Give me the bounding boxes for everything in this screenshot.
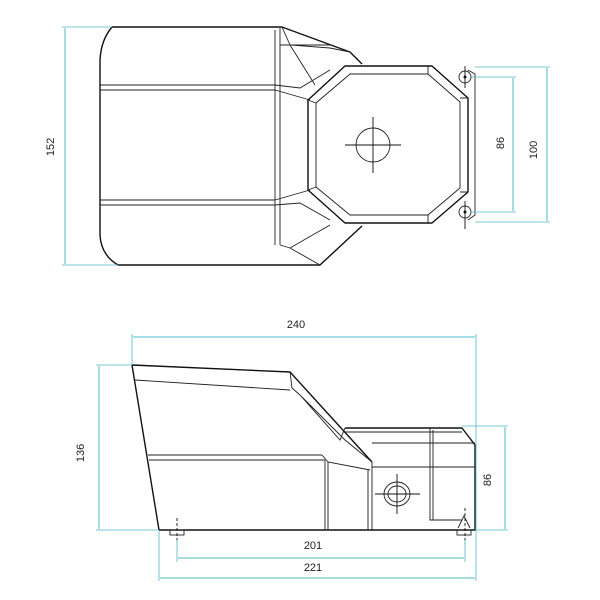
foot-left [169, 518, 185, 542]
screw-hole-bottom [458, 201, 472, 229]
screw-hole-top [458, 66, 472, 88]
dimension-label-201: 201 [304, 540, 322, 552]
dimension-221: 221 [158, 530, 477, 581]
pedal-top [307, 65, 476, 224]
foot-right [456, 508, 472, 544]
housing-top-outline [99, 26, 363, 266]
dimension-label-100: 100 [528, 141, 540, 159]
top-view: 152 86 100 [45, 26, 550, 266]
dimension-240: 240 [131, 319, 477, 530]
dimension-label-136: 136 [75, 444, 87, 462]
dimension-label-86-top: 86 [495, 137, 507, 149]
dimension-label-221: 221 [304, 562, 322, 574]
dimension-152: 152 [45, 26, 118, 266]
dimension-86-top: 86 [470, 76, 516, 213]
dimension-136: 136 [75, 364, 159, 531]
dimension-label-152: 152 [45, 138, 57, 156]
center-hole [345, 117, 401, 173]
dimension-201: 201 [176, 540, 466, 562]
dimension-label-86-side: 86 [482, 474, 494, 486]
housing-side-outline [131, 364, 476, 531]
dimension-label-240: 240 [287, 319, 305, 331]
side-view: 240 136 86 201 221 [75, 319, 508, 581]
dimension-100: 100 [475, 66, 550, 223]
side-hole [375, 474, 420, 514]
dimension-86-side: 86 [462, 425, 508, 531]
